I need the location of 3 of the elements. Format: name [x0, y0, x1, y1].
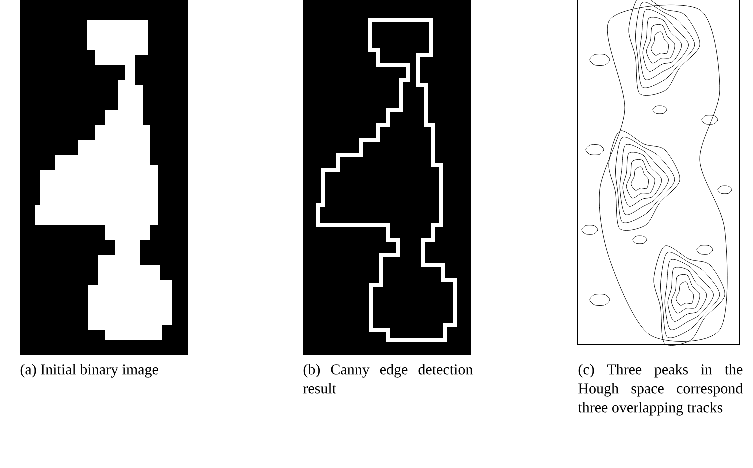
caption: (a) Initial binary image	[20, 364, 158, 378]
caption: (c) Three peaks in the Hough space correspond three overlapping tracks	[578, 364, 743, 416]
caption: (b) Canny edge detection result	[304, 364, 473, 394]
